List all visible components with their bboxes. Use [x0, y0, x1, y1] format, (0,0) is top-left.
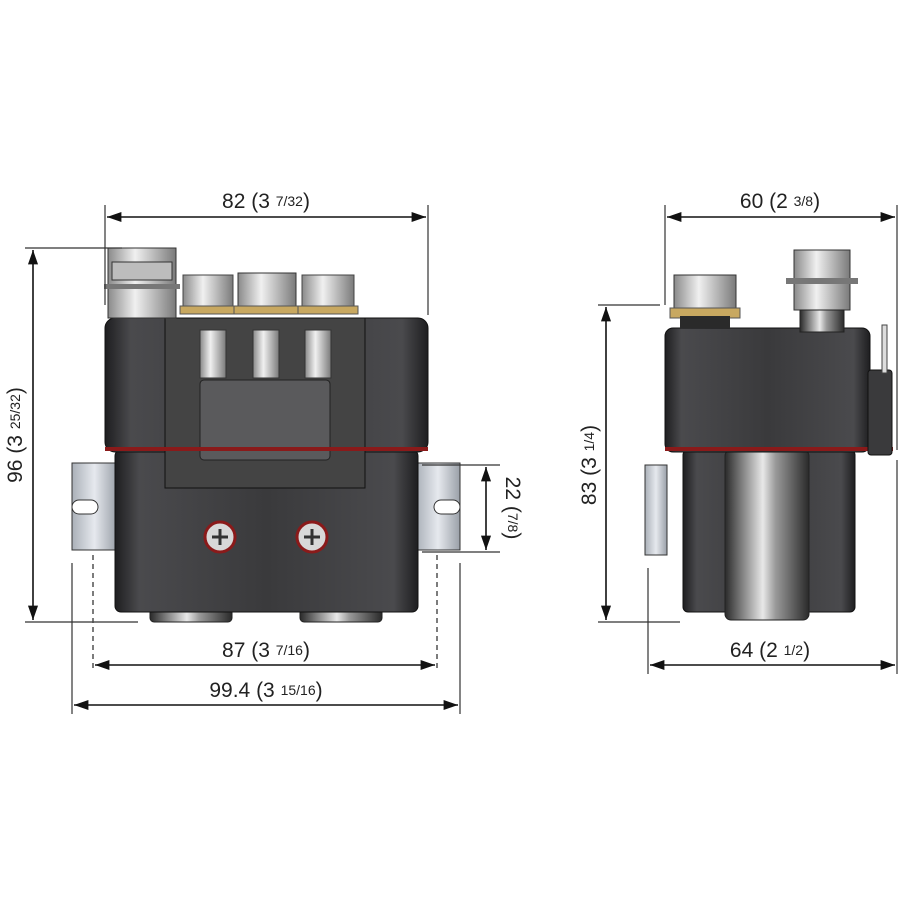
seal-line	[105, 447, 428, 451]
side-tab	[881, 324, 888, 374]
dim-label-87: 87 (3 7/16)	[222, 639, 310, 662]
terminal-stud-1	[179, 274, 237, 379]
side-terminal-left	[669, 274, 741, 328]
side-connector-block	[867, 369, 893, 456]
dim-label-82: 82 (3 7/32)	[222, 190, 310, 213]
dim-label-64: 64 (2 1/2)	[730, 639, 810, 662]
screw-right	[295, 520, 329, 554]
dim-label-99-4: 99.4 (3 15/16)	[209, 679, 322, 702]
terminal-stud-3	[297, 274, 359, 379]
side-seal-line	[665, 447, 893, 451]
coil-cover	[199, 379, 331, 461]
terminal-stud-2	[233, 272, 301, 379]
coil-cylinder	[724, 449, 810, 621]
side-terminal-right	[786, 249, 858, 333]
dim-label-96: 96 (3 25/32)	[4, 387, 27, 483]
dim-label-83: 83 (3 1/4)	[578, 425, 601, 505]
screw-left	[203, 520, 237, 554]
side-bracket	[644, 464, 668, 556]
main-terminal-left	[104, 247, 180, 319]
dim-label-60: 60 (2 3/8)	[740, 190, 820, 213]
front-view: 82 (3 7/32) 96 (3 25/32) 22 (7/8) 87 (3 …	[4, 190, 524, 714]
slot-right	[433, 499, 461, 515]
side-upper-housing	[664, 327, 871, 453]
slot-left	[71, 499, 99, 515]
dim-label-22: 22 (7/8)	[501, 477, 524, 540]
side-view: 60 (2 3/8) 83 (3 1/4) 64 (2 1/2)	[578, 190, 898, 674]
